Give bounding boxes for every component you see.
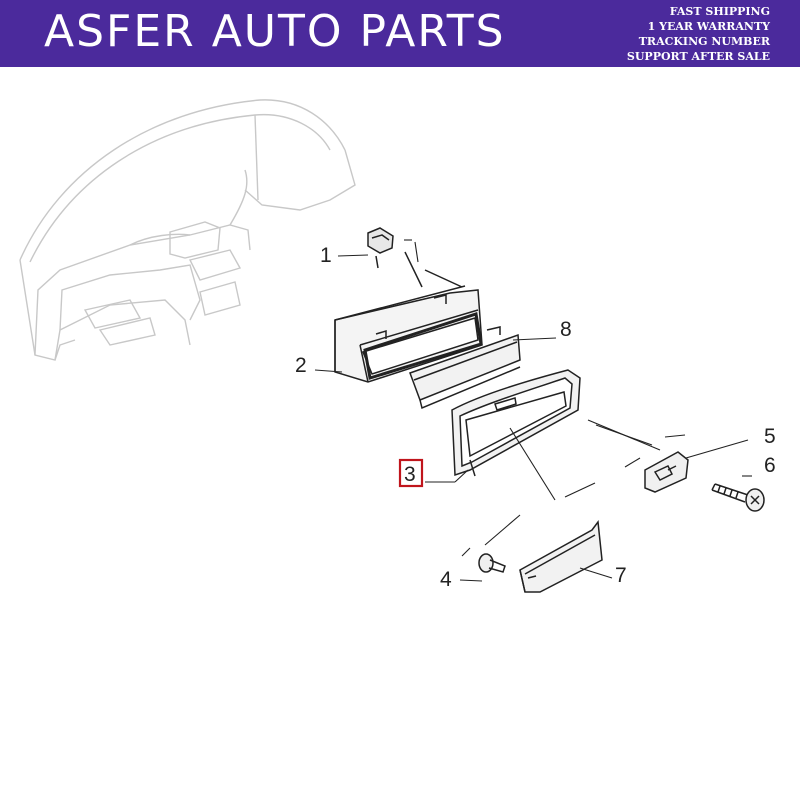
brand-title: ASFER AUTO PARTS bbox=[44, 6, 506, 57]
perk-support: SUPPORT AFTER SALE bbox=[626, 50, 770, 63]
perk-tracking: TRACKING NUMBER bbox=[638, 35, 770, 48]
parts-diagram: 1 2 3 4 5 6 7 8 bbox=[19, 99, 776, 593]
callout-5: 5 bbox=[764, 425, 776, 448]
part-3-bezel bbox=[451, 369, 581, 477]
callout-4: 4 bbox=[440, 568, 452, 591]
part-8-strip bbox=[409, 333, 521, 410]
callout-2: 2 bbox=[295, 354, 307, 377]
dashboard-sketch bbox=[19, 99, 356, 361]
callout-3: 3 bbox=[404, 463, 416, 486]
highlight-box bbox=[398, 458, 424, 488]
callout-8: 8 bbox=[560, 318, 572, 341]
header-banner: ASFER AUTO PARTS FAST SHIPPING 1 YEAR WA… bbox=[0, 0, 800, 67]
part-4-pin bbox=[478, 553, 506, 573]
part-5-retainer bbox=[644, 451, 689, 493]
part-6-screw bbox=[711, 483, 765, 512]
part-2-housing bbox=[334, 269, 501, 383]
callout-6: 6 bbox=[764, 454, 776, 477]
perk-shipping: FAST SHIPPING bbox=[669, 5, 770, 18]
leader-lines bbox=[314, 239, 752, 582]
perks-list: FAST SHIPPING 1 YEAR WARRANTY TRACKING N… bbox=[627, 4, 770, 64]
perk-warranty: 1 YEAR WARRANTY bbox=[647, 20, 770, 33]
part-7-bracket bbox=[519, 520, 603, 593]
callout-7: 7 bbox=[615, 564, 627, 587]
callout-labels: 1 2 3 4 5 6 7 8 bbox=[295, 244, 776, 591]
part-1-clip bbox=[367, 227, 423, 288]
callout-1: 1 bbox=[320, 244, 332, 267]
